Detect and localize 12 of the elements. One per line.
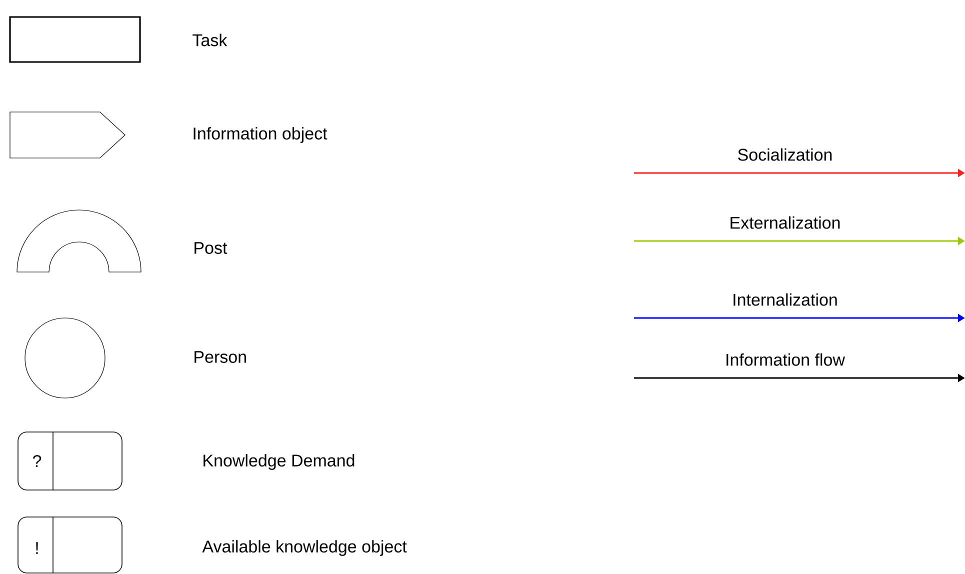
knowledge-demand-box: ? xyxy=(18,432,122,490)
legend-label: Information flow xyxy=(726,353,846,366)
legend-label: Knowledge Demand xyxy=(204,454,354,470)
legend-label: Internalization xyxy=(734,293,837,306)
legend-label: Information object xyxy=(194,127,328,143)
legend-label: Socialization xyxy=(738,148,832,161)
legend-label: Person xyxy=(194,351,246,363)
knowledge-object-box: ! xyxy=(18,516,122,574)
legend-label: Task xyxy=(192,34,228,46)
legend-label: Externalization xyxy=(730,216,840,229)
legend-label: Post xyxy=(194,242,228,254)
legend-label: Available knowledge object xyxy=(202,540,407,556)
